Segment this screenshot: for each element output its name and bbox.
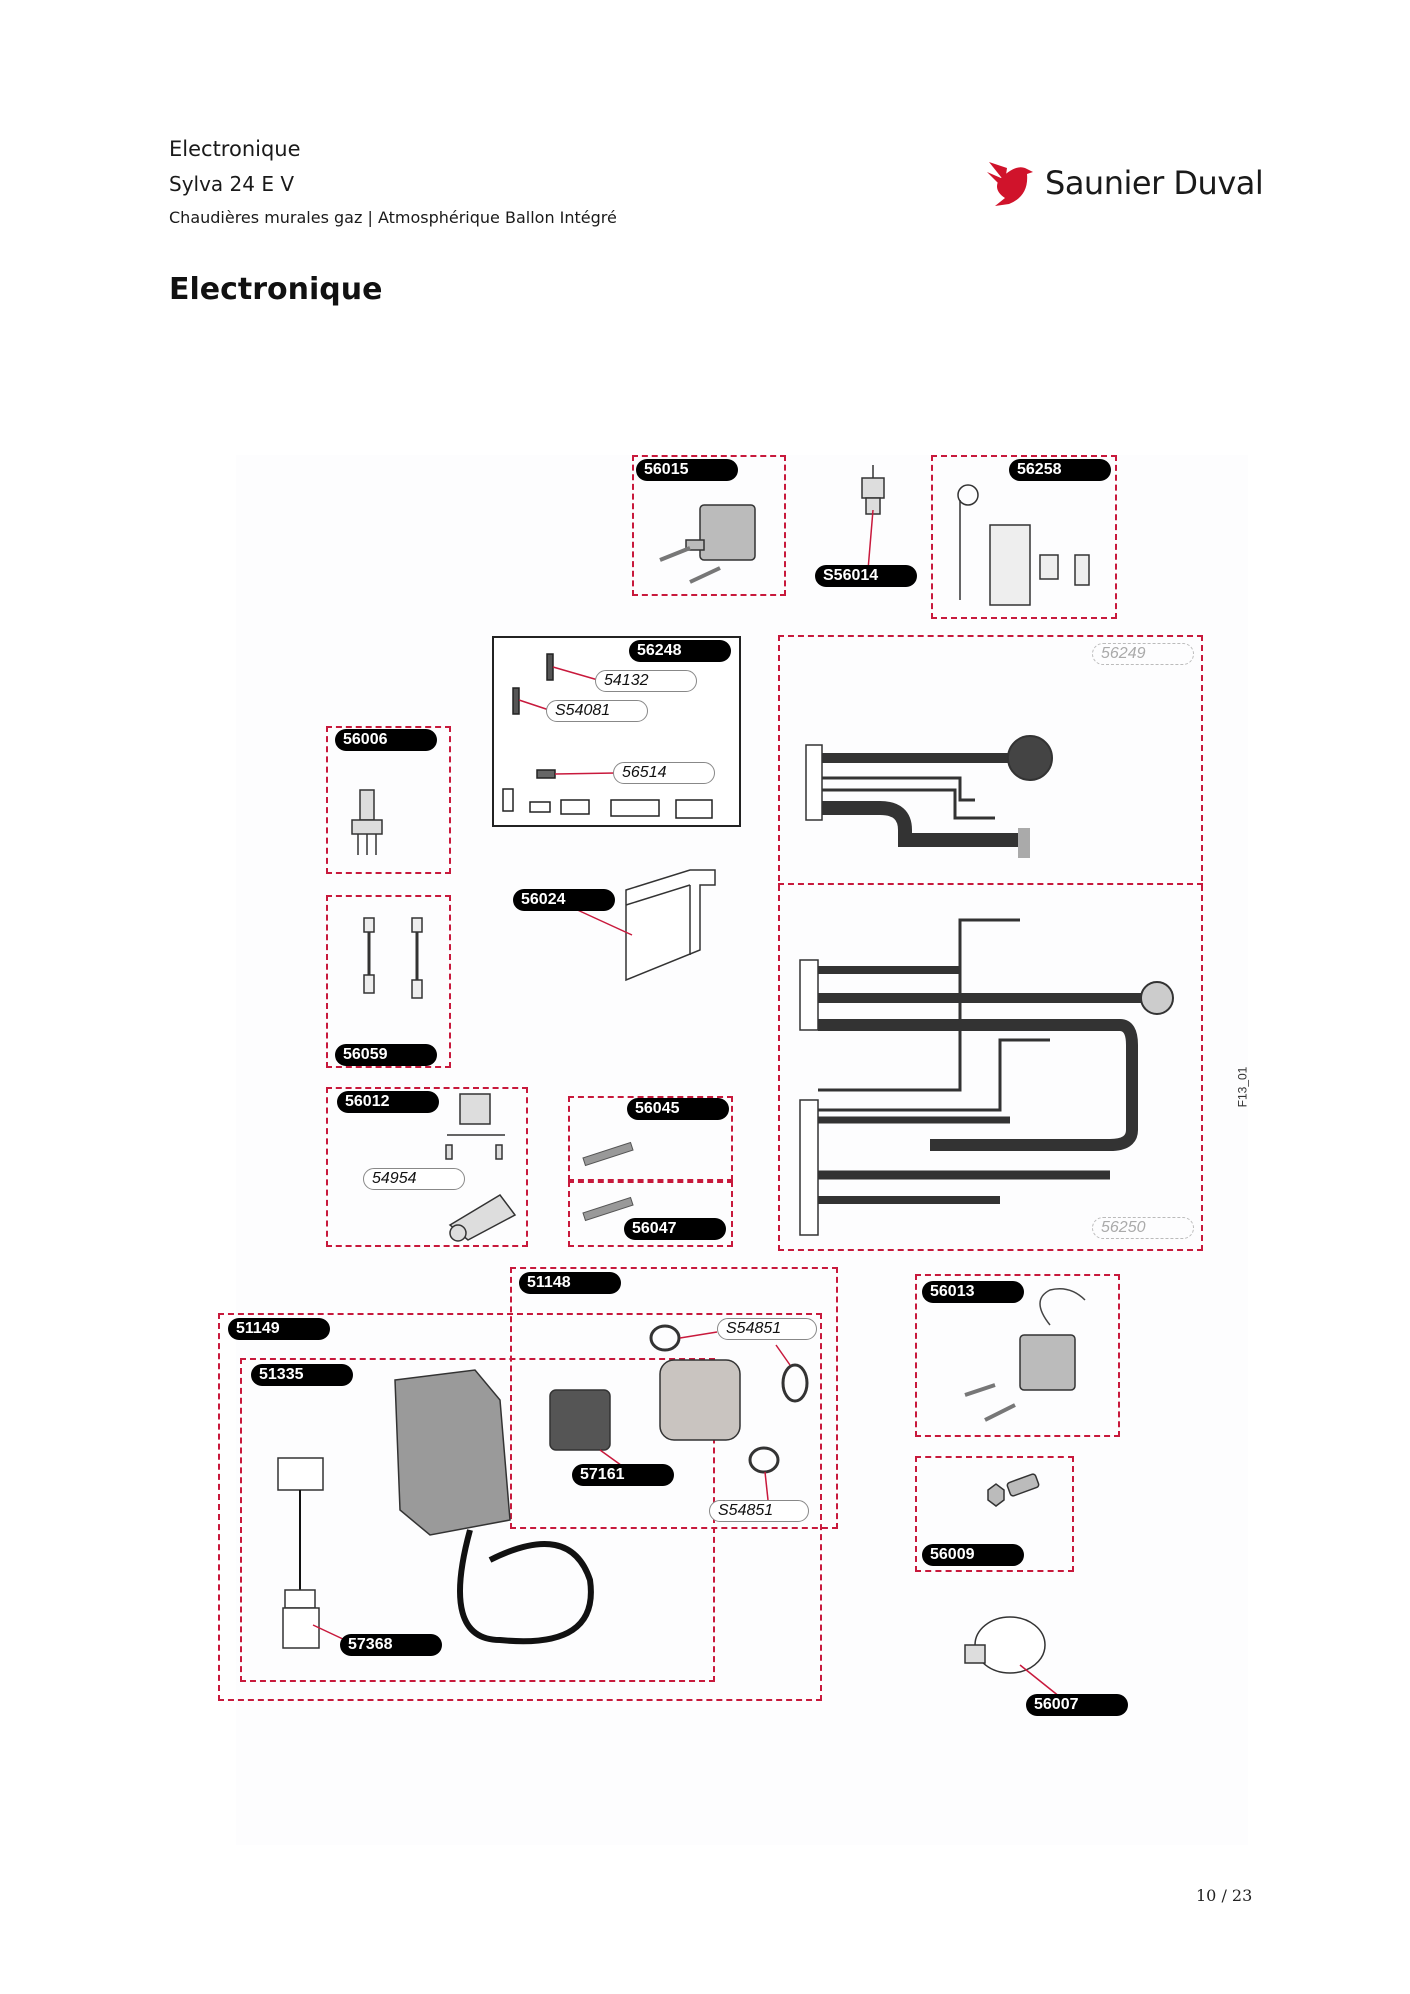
group-56249-divider xyxy=(778,883,1203,885)
group-56248 xyxy=(492,636,741,827)
part-label-56009[interactable]: 56009 xyxy=(922,1544,1024,1566)
group-56012 xyxy=(326,1087,528,1247)
part-label-56015[interactable]: 56015 xyxy=(636,459,738,481)
page-title: Electronique xyxy=(169,272,383,307)
part-label-56024[interactable]: 56024 xyxy=(513,889,615,911)
part-label-s54851-top[interactable]: S54851 xyxy=(717,1318,817,1340)
page-number: 10 / 23 xyxy=(1196,1886,1253,1905)
bird-logo-icon xyxy=(987,162,1033,206)
part-label-56059[interactable]: 56059 xyxy=(335,1044,437,1066)
part-label-s54081[interactable]: S54081 xyxy=(546,700,648,722)
part-label-56250[interactable]: 56250 xyxy=(1092,1217,1194,1239)
part-label-51335[interactable]: 51335 xyxy=(251,1364,353,1386)
brand-logo: Saunier Duval xyxy=(985,160,1264,206)
part-label-s54851-bottom[interactable]: S54851 xyxy=(709,1500,809,1522)
model-name: Sylva 24 E V xyxy=(169,172,295,196)
figure-code: F13_01 xyxy=(1235,1066,1250,1108)
group-56045 xyxy=(568,1096,733,1181)
group-56009 xyxy=(915,1456,1074,1572)
group-56006 xyxy=(326,726,451,874)
brand-name: Saunier Duval xyxy=(1045,164,1264,202)
group-56249-56250 xyxy=(778,635,1203,1251)
group-56013 xyxy=(915,1274,1120,1437)
group-56258 xyxy=(931,455,1117,619)
part-label-51149[interactable]: 51149 xyxy=(228,1318,330,1340)
group-51335 xyxy=(240,1358,715,1682)
group-56015 xyxy=(632,455,786,596)
product-category: Chaudières murales gaz | Atmosphérique B… xyxy=(169,208,617,227)
part-label-56047[interactable]: 56047 xyxy=(624,1218,726,1240)
part-label-56007[interactable]: 56007 xyxy=(1026,1694,1128,1716)
group-51149 xyxy=(218,1313,822,1701)
part-label-56258[interactable]: 56258 xyxy=(1009,459,1111,481)
part-label-57161[interactable]: 57161 xyxy=(572,1464,674,1486)
part-label-54954[interactable]: 54954 xyxy=(363,1168,465,1190)
part-label-56249[interactable]: 56249 xyxy=(1092,643,1194,665)
part-label-54132[interactable]: 54132 xyxy=(595,670,697,692)
part-label-56006[interactable]: 56006 xyxy=(335,729,437,751)
section-label: Electronique xyxy=(169,137,301,161)
part-label-56045[interactable]: 56045 xyxy=(627,1098,729,1120)
part-label-51148[interactable]: 51148 xyxy=(519,1272,621,1294)
group-56047 xyxy=(568,1181,733,1247)
part-label-56013[interactable]: 56013 xyxy=(922,1281,1024,1303)
part-label-s56014[interactable]: S56014 xyxy=(815,565,917,587)
part-label-56514[interactable]: 56514 xyxy=(613,762,715,784)
group-51148 xyxy=(510,1267,838,1529)
part-label-56012[interactable]: 56012 xyxy=(337,1091,439,1113)
group-56059 xyxy=(326,895,451,1068)
part-label-57368[interactable]: 57368 xyxy=(340,1634,442,1656)
part-label-56248[interactable]: 56248 xyxy=(629,640,731,662)
